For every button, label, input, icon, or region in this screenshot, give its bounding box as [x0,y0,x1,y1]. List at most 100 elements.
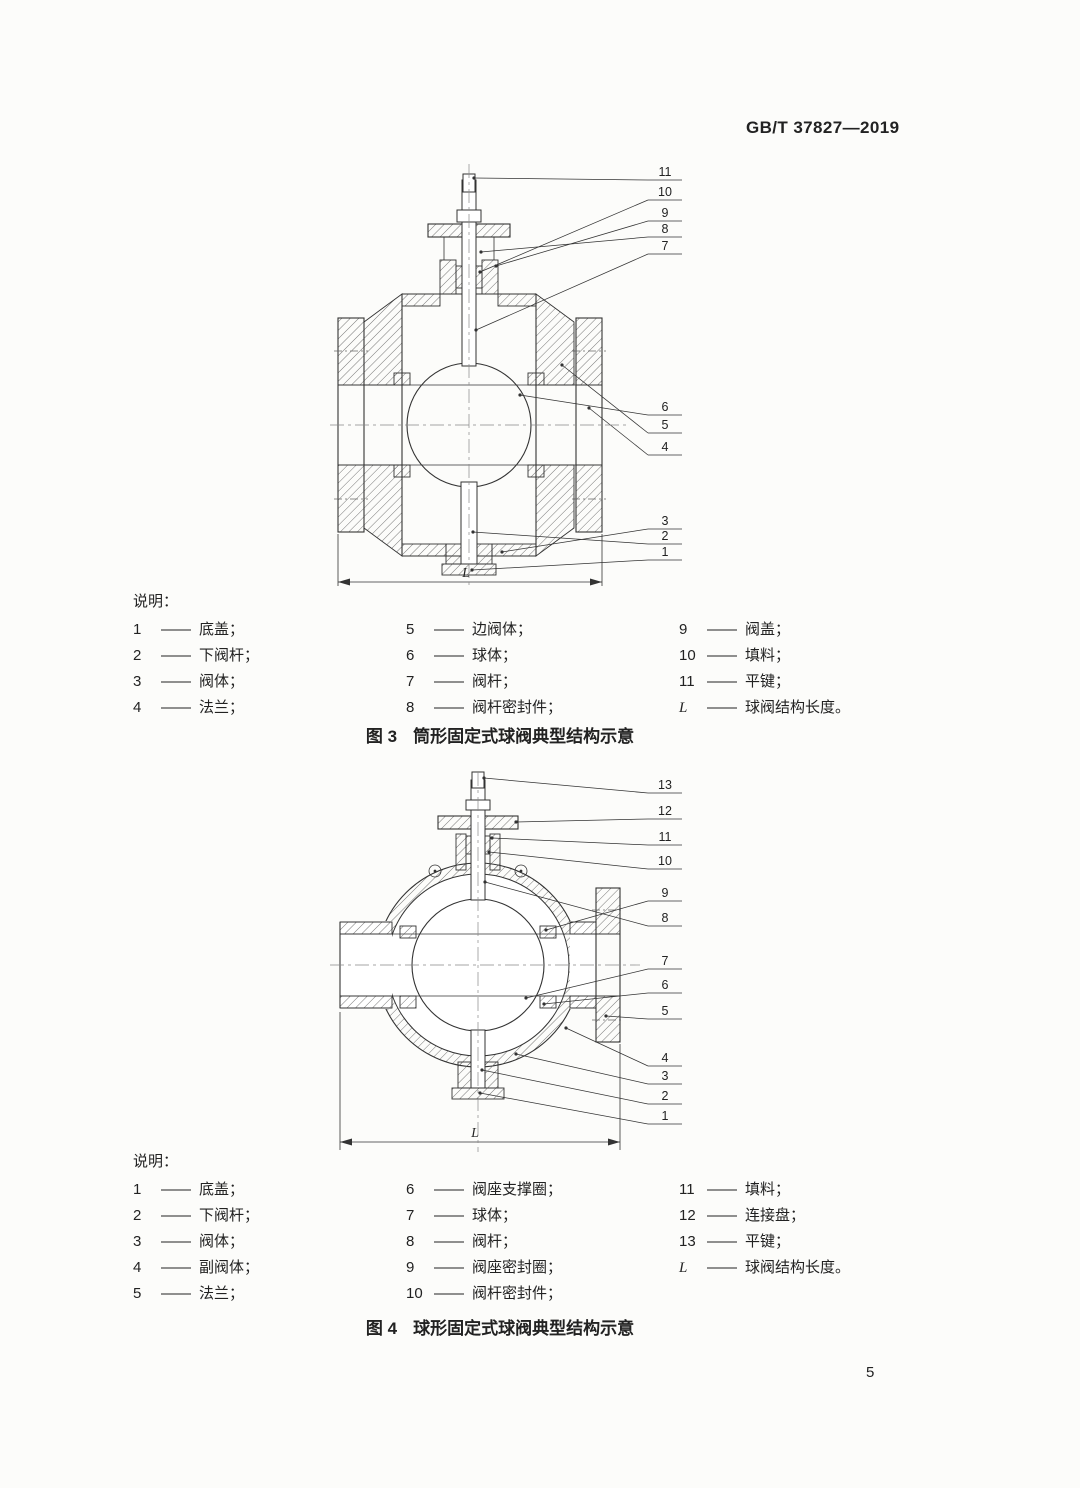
callout-8: 8 [483,880,682,927]
legend-item: 9——阀盖； [679,621,791,638]
callout-3: 3 [514,1052,682,1085]
svg-text:9: 9 [662,886,669,900]
svg-text:L: L [470,1125,479,1140]
svg-text:2: 2 [662,529,669,543]
svg-text:5: 5 [662,1004,669,1018]
svg-text:11: 11 [659,165,672,179]
callout-7: 7 [474,239,682,332]
legend-separator: —— [434,647,464,664]
legend-item: L——球阀结构长度。 [679,1259,851,1276]
legend-separator: —— [707,647,737,664]
legend-item: 2——下阀杆； [133,647,260,664]
legend-separator: —— [161,647,191,664]
callout-6: 6 [518,393,682,416]
svg-text:13: 13 [658,778,672,792]
svg-text:9: 9 [662,206,669,220]
legend-separator: —— [434,1285,464,1302]
figure4-drawing: 13 12 11 10 9 8 7 [330,771,682,1152]
callout-10: 10 [478,185,682,274]
figure3-drawing: 11 10 9 8 7 6 5 [330,164,682,588]
legend-item: 8——阀杆密封件； [406,699,563,716]
legend-separator: —— [161,1181,191,1198]
svg-text:3: 3 [662,1069,669,1083]
callout-1: 1 [478,1091,682,1125]
callout-5: 5 [560,363,682,434]
legend-separator: —— [161,1259,191,1276]
svg-text:2: 2 [662,1089,669,1103]
legend-item: 2——下阀杆； [133,1207,260,1224]
legend-title: 说明： [133,593,179,610]
svg-text:1: 1 [662,1109,669,1123]
svg-text:11: 11 [659,830,672,844]
callout-11: 11 [472,165,682,181]
legend-item: 8——阀杆； [406,1233,518,1250]
callout-4: 4 [564,1026,682,1067]
legend-item: 1——底盖； [133,1181,245,1198]
svg-text:4: 4 [662,1051,669,1065]
callout-3: 3 [500,514,682,554]
svg-text:8: 8 [662,911,669,925]
callout-8: 8 [479,222,682,254]
legend-separator: —— [434,1259,464,1276]
callout-4: 4 [587,406,682,456]
legend-item: 5——边阀体； [406,621,533,638]
legend-item: 4——法兰； [133,699,245,716]
legend-separator: —— [434,699,464,716]
lifting-lugs [428,864,528,878]
legend-separator: —— [161,1285,191,1302]
legend-separator: —— [161,673,191,690]
legend-separator: —— [707,1259,737,1276]
svg-text:4: 4 [662,440,669,454]
side-body-sections [363,293,575,557]
callout-9: 9 [544,886,682,932]
legend-item: 7——球体； [406,1207,518,1224]
bonnet-assembly [427,223,511,295]
callout-11: 11 [490,830,682,846]
legend-separator: —— [434,1181,464,1198]
legend-separator: —— [707,621,737,638]
legend-separator: —— [707,1181,737,1198]
legend-separator: —— [161,1233,191,1250]
legend-separator: —— [161,1207,191,1224]
callout-6: 6 [542,978,682,1006]
callout-12: 12 [514,804,682,824]
legend-separator: —— [707,1207,737,1224]
legend-item: 3——阀体； [133,1233,245,1250]
svg-text:6: 6 [662,400,669,414]
standard-number: GB/T 37827—2019 [746,118,900,137]
legend-item: L——球阀结构长度。 [679,699,851,716]
figure4-legend: 说明： 1——底盖； 2——下阀杆； 3——阀体； 4——副阀体； 5——法兰；… [133,1150,850,1308]
callout-7: 7 [524,954,682,1000]
svg-text:7: 7 [662,954,669,968]
svg-text:6: 6 [662,978,669,992]
legend-item: 11——平键； [679,673,791,690]
legend-separator: —— [707,699,737,716]
svg-text:7: 7 [662,239,669,253]
legend-separator: —— [434,673,464,690]
dimension-L: L [337,534,603,586]
svg-text:1: 1 [662,545,669,559]
legend-separator: —— [707,673,737,690]
legend-item: 5——法兰； [133,1285,245,1302]
legend-item: 1——底盖； [133,621,245,638]
legend-item: 7——阀杆； [406,673,518,690]
legend-item: 4——副阀体； [133,1259,260,1276]
legend-item: 9——阀座密封圈； [406,1259,563,1276]
svg-text:3: 3 [662,514,669,528]
legend-separator: —— [161,621,191,638]
legend-item: 6——球体； [406,647,518,664]
legend-item: 11——填料； [679,1181,791,1198]
svg-text:L: L [461,565,470,580]
callout-13: 13 [482,776,682,794]
svg-text:8: 8 [662,222,669,236]
legend-item: 13——平键； [679,1233,791,1250]
legend-item: 10——填料； [679,647,791,664]
callout-2: 2 [471,529,682,545]
svg-text:5: 5 [662,418,669,432]
seat-rings [393,372,545,478]
callout-1: 1 [470,545,682,572]
dimension-L: L [339,1012,621,1150]
